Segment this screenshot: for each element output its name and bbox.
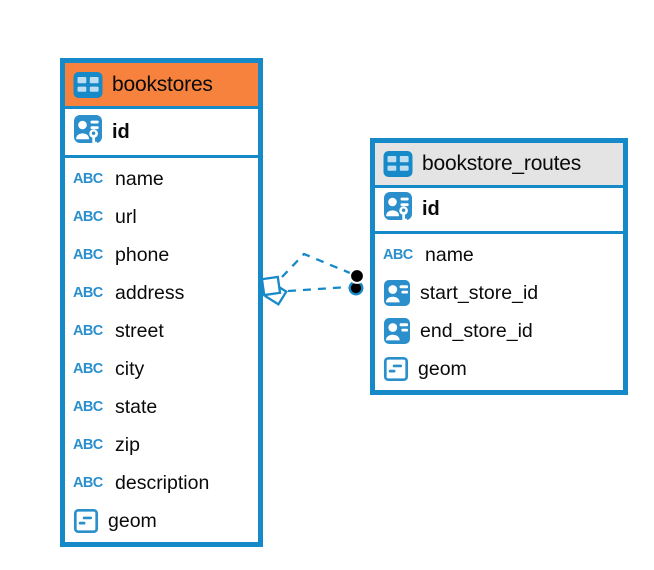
column-name: city	[115, 357, 145, 380]
text-type-icon: ABC	[73, 170, 103, 187]
table-bookstores-header[interactable]: bookstores	[65, 63, 258, 110]
pk-column-name: id	[422, 197, 440, 220]
columns-bookstore-routes: ABC name start_store_id	[375, 234, 623, 390]
foreign-key-type-icon	[384, 280, 410, 306]
pk-column-name: id	[112, 120, 130, 143]
column-row[interactable]: ABC name	[65, 160, 258, 198]
column-name: name	[115, 167, 164, 190]
one-end-dots-glyph	[348, 268, 365, 296]
column-name: address	[115, 281, 185, 304]
column-row[interactable]: ABC city	[65, 350, 258, 388]
text-type-icon: ABC	[73, 398, 103, 415]
table-title: bookstore_routes	[422, 151, 582, 175]
column-row[interactable]: ABC name	[375, 236, 623, 274]
text-type-icon: ABC	[73, 284, 103, 301]
table-grid-icon	[383, 150, 413, 177]
text-type-icon: ABC	[73, 208, 103, 225]
text-type-icon: ABC	[73, 322, 103, 339]
column-row[interactable]: start_store_id	[375, 274, 623, 312]
many-end-squares-glyph	[260, 275, 288, 306]
text-type-icon: ABC	[73, 474, 103, 491]
column-name: name	[425, 243, 474, 266]
column-name: zip	[115, 433, 140, 456]
column-name: state	[115, 395, 158, 418]
primary-key-icon	[74, 115, 102, 148]
text-type-icon: ABC	[73, 436, 103, 453]
column-row[interactable]: ABC url	[65, 198, 258, 236]
primary-key-icon	[384, 192, 412, 225]
columns-bookstores: ABC name ABC url ABC phone ABC address A…	[65, 158, 258, 542]
table-bookstore-routes-header[interactable]: bookstore_routes	[375, 143, 623, 188]
geometry-type-icon	[73, 508, 99, 534]
column-row[interactable]: ABC state	[65, 388, 258, 426]
column-name: description	[115, 471, 210, 494]
column-row[interactable]: ABC street	[65, 312, 258, 350]
column-row[interactable]: ABC description	[65, 464, 258, 502]
column-row[interactable]: geom	[65, 502, 258, 540]
column-name: phone	[115, 243, 170, 266]
pk-row-bookstore-routes-id[interactable]: id	[375, 187, 623, 234]
text-type-icon: ABC	[73, 360, 103, 377]
column-name: geom	[418, 357, 467, 380]
column-name: end_store_id	[420, 319, 533, 342]
foreign-key-type-icon	[384, 318, 410, 344]
table-bookstores[interactable]: bookstores id ABC name ABC	[60, 58, 263, 547]
table-grid-icon	[73, 71, 103, 98]
column-name: start_store_id	[420, 281, 539, 304]
geometry-type-icon	[383, 356, 409, 382]
pk-row-bookstores-id[interactable]: id	[65, 109, 258, 158]
column-row[interactable]: geom	[375, 350, 623, 388]
fk-line-lower[interactable]	[287, 285, 349, 293]
column-name: geom	[108, 509, 157, 532]
fk-line-upper[interactable]	[281, 252, 351, 278]
column-row[interactable]: ABC address	[65, 274, 258, 312]
text-type-icon: ABC	[73, 246, 103, 263]
column-name: url	[115, 205, 137, 228]
column-row[interactable]: ABC zip	[65, 426, 258, 464]
table-bookstore-routes[interactable]: bookstore_routes id ABC name	[370, 138, 628, 395]
column-row[interactable]: end_store_id	[375, 312, 623, 350]
column-name: street	[115, 319, 164, 342]
column-row[interactable]: ABC phone	[65, 236, 258, 274]
table-title: bookstores	[112, 72, 213, 96]
fk-relationship-lines[interactable]	[260, 252, 365, 306]
text-type-icon: ABC	[383, 246, 413, 263]
